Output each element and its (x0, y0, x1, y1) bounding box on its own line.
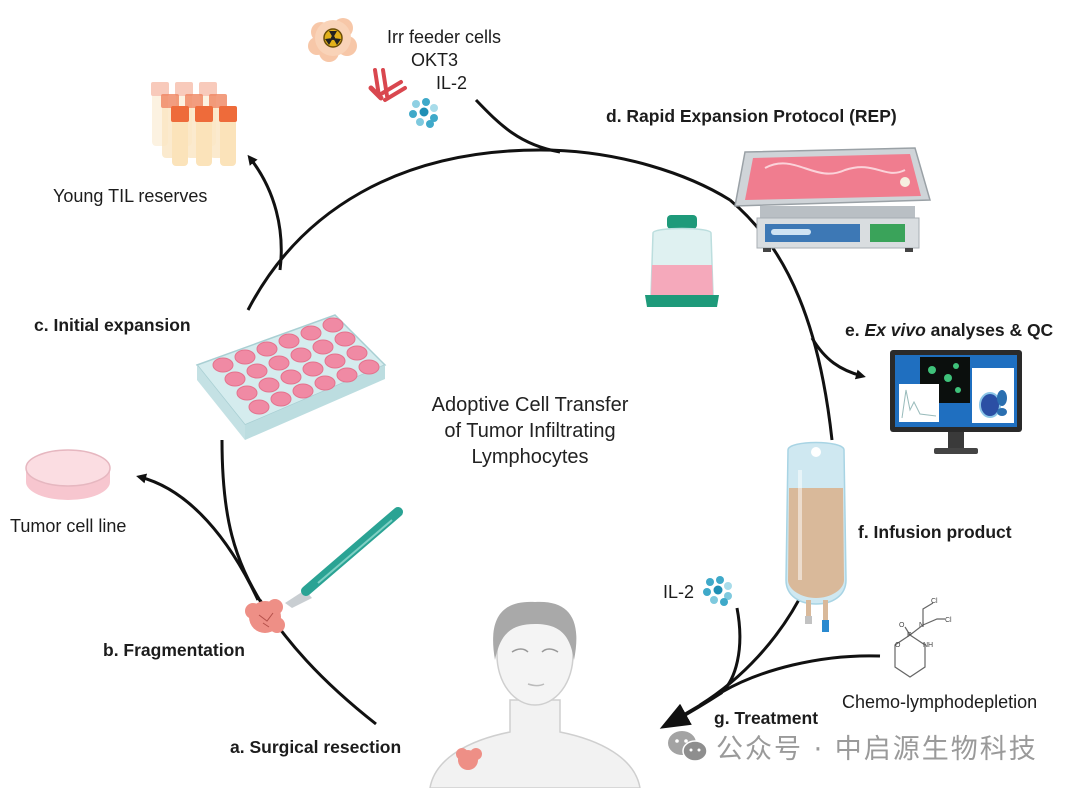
well (358, 359, 380, 375)
title-line-2: of Tumor Infiltrating (444, 420, 616, 442)
tumor-cell-line-label: Tumor cell line (10, 516, 127, 536)
well (322, 317, 344, 333)
atom-cl-1: Cl (931, 598, 938, 605)
step-g-label: g. Treatment (714, 708, 819, 728)
arrow-chemo-to-treatment (721, 654, 881, 694)
well (248, 399, 270, 415)
scalpel-icon (285, 507, 403, 608)
step-b-label: b. Fragmentation (103, 640, 245, 660)
cyclophosphamide-structure-icon: O P N NH O Cl Cl (894, 598, 952, 678)
well (312, 339, 334, 355)
arrow-il2-to-treatment (720, 607, 742, 694)
step-c-label: c. Initial expansion (34, 315, 191, 335)
atom-o-double: O (899, 622, 905, 629)
arrow-treatment-head (659, 690, 724, 729)
cryovials-icon (151, 82, 237, 166)
cycle-arc-rep-to-bag (729, 198, 834, 441)
atom-o-ring: O (895, 642, 901, 649)
well (280, 369, 302, 385)
cytokine-dots-icon (409, 98, 438, 128)
monitor-icon (890, 350, 1022, 454)
well (324, 353, 346, 369)
well (236, 385, 258, 401)
well (300, 325, 322, 341)
arrow-to-tumor-cell-line (136, 473, 260, 601)
diagram-title: Adoptive Cell Transfer of Tumor Infiltra… (380, 392, 680, 470)
reagent-feed-arrow (474, 98, 561, 154)
g-rex-flask-icon (645, 215, 719, 307)
well (268, 355, 290, 371)
arrow-to-young-til (247, 154, 283, 271)
cycle-arc-plate-to-rep (246, 148, 731, 311)
rocker-bioreactor-icon (734, 147, 931, 252)
il2-bottom-label: IL-2 (663, 582, 695, 602)
step-e-suffix: analyses & QC (925, 320, 1054, 340)
step-a-label: a. Surgical resection (230, 737, 402, 757)
well (278, 333, 300, 349)
tumor-fragment-icon (245, 599, 285, 633)
well (256, 341, 278, 357)
atom-nh: NH (923, 642, 933, 649)
step-d-label: d. Rapid Expansion Protocol (REP) (606, 106, 897, 126)
antibody-icon (368, 68, 407, 102)
irradiated-feeder-cell-icon (308, 18, 357, 62)
watermark-text: 公众号 · 中启源生物科技 (716, 734, 1038, 765)
well (270, 391, 292, 407)
arrow-to-qc (810, 337, 866, 380)
well (224, 371, 246, 387)
well (314, 375, 336, 391)
atom-cl-2: Cl (945, 617, 952, 624)
wechat-icon (668, 730, 708, 762)
arrow-bag-to-treatment (699, 585, 808, 707)
well (302, 361, 324, 377)
young-til-label: Young TIL reserves (53, 186, 208, 206)
well (290, 347, 312, 363)
well (234, 349, 256, 365)
well (346, 345, 368, 361)
petri-dish-icon (25, 449, 111, 500)
step-e-prefix: e. (845, 320, 865, 340)
well-plate-icon (195, 314, 387, 440)
patient-icon (429, 601, 641, 788)
title-line-3: Lymphocytes (471, 446, 589, 468)
cytokine-dots-icon (703, 576, 732, 606)
step-e-italic: Ex vivo (864, 320, 926, 340)
okt3-label: OKT3 (411, 50, 459, 70)
well (292, 383, 314, 399)
well (246, 363, 268, 379)
iv-bag-icon (785, 441, 847, 632)
well (334, 331, 356, 347)
title-line-1: Adoptive Cell Transfer (431, 394, 629, 416)
il2-top-label: IL-2 (436, 73, 468, 93)
chemo-lymphodepletion-label: Chemo-lymphodepletion (842, 692, 1038, 712)
step-e-label: e. Ex vivo analyses & QC (845, 320, 1053, 341)
step-f-label: f. Infusion product (858, 522, 1012, 542)
well (336, 367, 358, 383)
irr-feeder-label: Irr feeder cells (387, 27, 502, 47)
atom-n: N (919, 622, 924, 629)
atom-p: P (907, 632, 912, 639)
cycle-arc-fragmentation-to-plate (220, 439, 264, 605)
watermark: 公众号 · 中启源生物科技 (666, 727, 1038, 766)
well (212, 357, 234, 373)
well (258, 377, 280, 393)
